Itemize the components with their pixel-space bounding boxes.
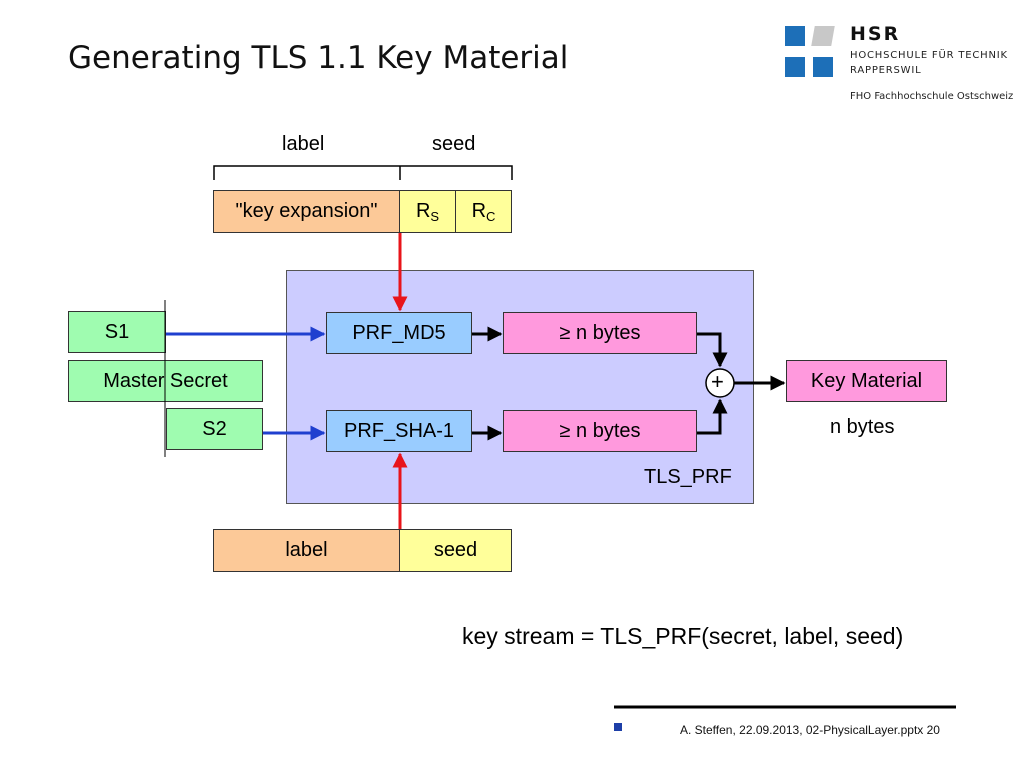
tls-prf-label: TLS_PRF [644, 466, 732, 488]
md5-output-box: ≥ n bytes [503, 312, 697, 354]
prf-sha1-box: PRF_SHA-1 [326, 410, 472, 452]
logo-name: HSR [850, 23, 901, 45]
seed-rc-box: RC [455, 190, 512, 233]
prf-sha1-text: PRF_SHA-1 [343, 419, 455, 442]
key-stream-formula: key stream = TLS_PRF(secret, label, seed… [462, 623, 904, 649]
logo-square-blue-1 [785, 26, 805, 46]
bottom-label-box: label [213, 529, 400, 572]
label-key-expansion-box: "key expansion" [213, 190, 400, 233]
logo-square-blue-3 [813, 57, 833, 77]
prf-md5-text: PRF_MD5 [352, 321, 446, 344]
combiner-plus: + [711, 369, 724, 394]
top-label-heading: label [282, 133, 325, 155]
bottom-seed-box: seed [399, 529, 512, 572]
arrow-md5-combiner [697, 332, 728, 368]
logo-line-3: FHO Fachhochschule Ostschweiz [850, 91, 1014, 102]
seed-rs-text: RS [415, 199, 440, 224]
logo-line-1: HOCHSCHULE FÜR TECHNIK [850, 50, 1008, 61]
footer-bullet [614, 723, 622, 731]
slide-title: Generating TLS 1.1 Key Material [68, 40, 569, 76]
logo-line-2: RAPPERSWIL [850, 65, 922, 76]
footer-text: A. Steffen, 22.09.2013, 02-PhysicalLayer… [680, 723, 940, 737]
seed-rs-box: RS [399, 190, 456, 233]
arrow-sha1-combiner [697, 398, 728, 435]
top-seed-heading: seed [432, 133, 476, 155]
bottom-label-text: label [285, 539, 328, 561]
tls-prf-container [286, 270, 754, 504]
sha1-output-text: ≥ n bytes [559, 419, 641, 442]
md5-output-text: ≥ n bytes [559, 321, 641, 344]
key-material-size: n bytes [830, 416, 895, 438]
logo-square-blue-2 [785, 57, 805, 77]
bottom-seed-text: seed [433, 539, 478, 561]
s1-text: S1 [104, 320, 130, 343]
s1-box: S1 [68, 311, 166, 353]
top-brace [213, 165, 513, 180]
key-material-text: Key Material [810, 369, 923, 392]
s2-text: S2 [202, 417, 227, 440]
s2-box: S2 [166, 408, 263, 450]
seed-rc-text: RC [471, 199, 496, 224]
label-key-expansion-text: "key expansion" [235, 200, 378, 222]
sha1-output-box: ≥ n bytes [503, 410, 697, 452]
prf-md5-box: PRF_MD5 [326, 312, 472, 354]
key-material-box: Key Material [786, 360, 947, 402]
